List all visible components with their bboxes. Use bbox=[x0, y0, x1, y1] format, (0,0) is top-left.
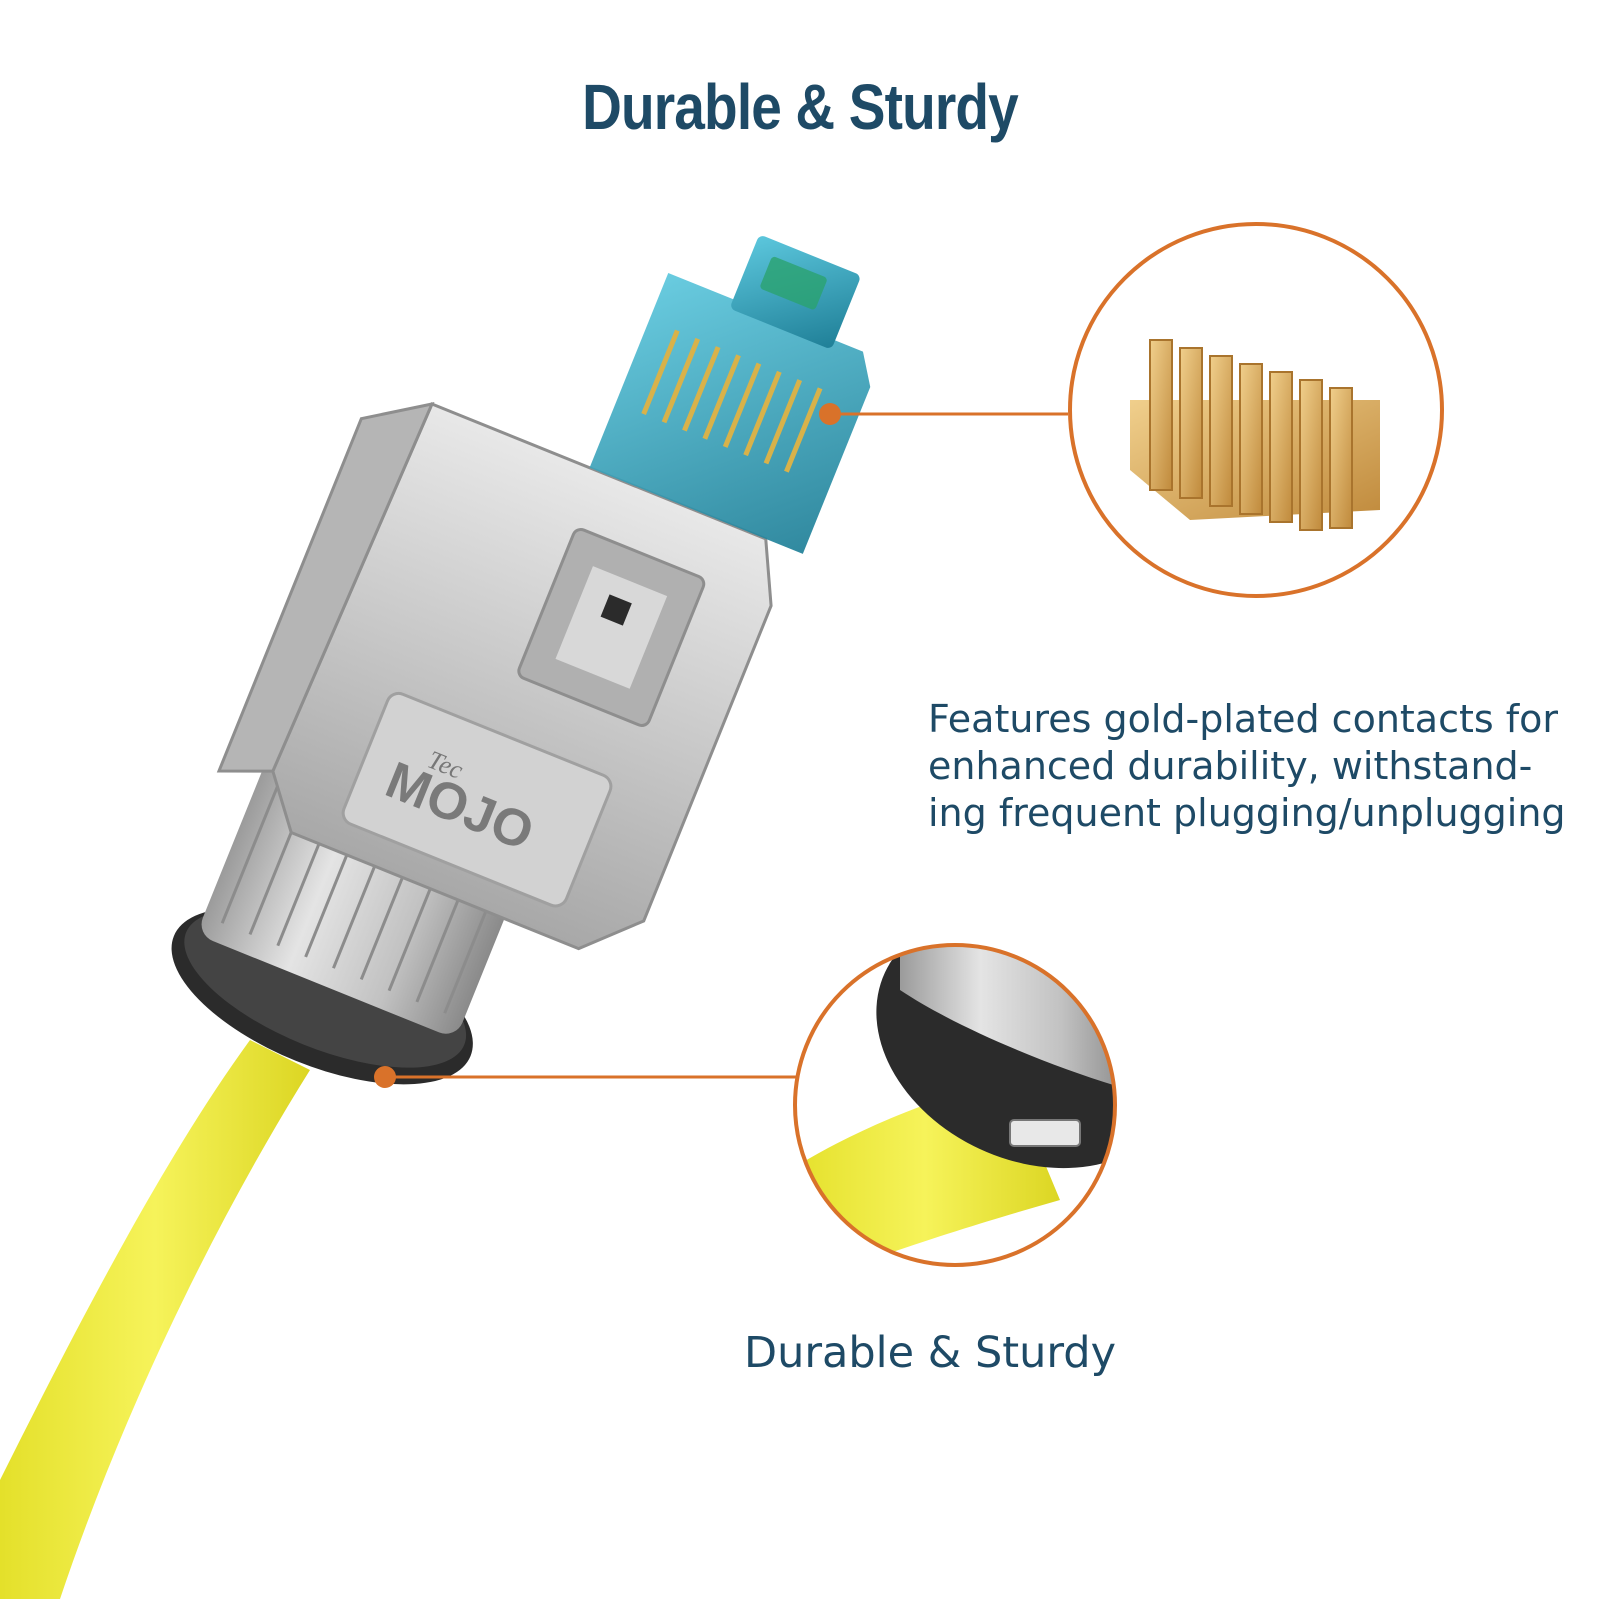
feature-description: Features gold-plated contacts for enhanc… bbox=[928, 696, 1588, 837]
yellow-cable bbox=[0, 1040, 310, 1599]
gold-contacts-illustration bbox=[1130, 339, 1380, 531]
callout-dot-icon bbox=[819, 403, 841, 425]
feature-caption: Durable & Sturdy bbox=[743, 1328, 1117, 1378]
strain-relief-illustration bbox=[795, 945, 1115, 1265]
description-line: Features gold-plated contacts for bbox=[928, 697, 1559, 741]
rj45-connector-illustration: Tec MOJO bbox=[171, 236, 871, 1085]
callout-strain-relief bbox=[374, 943, 1117, 1267]
callout-contacts bbox=[819, 222, 1444, 598]
description-line: enhanced durability, withstand- bbox=[928, 744, 1533, 788]
page-title: Durable & Sturdy bbox=[582, 71, 1019, 143]
callout-dot-icon bbox=[374, 1066, 396, 1088]
description-line: ing frequent plugging/unplugging bbox=[928, 791, 1566, 835]
